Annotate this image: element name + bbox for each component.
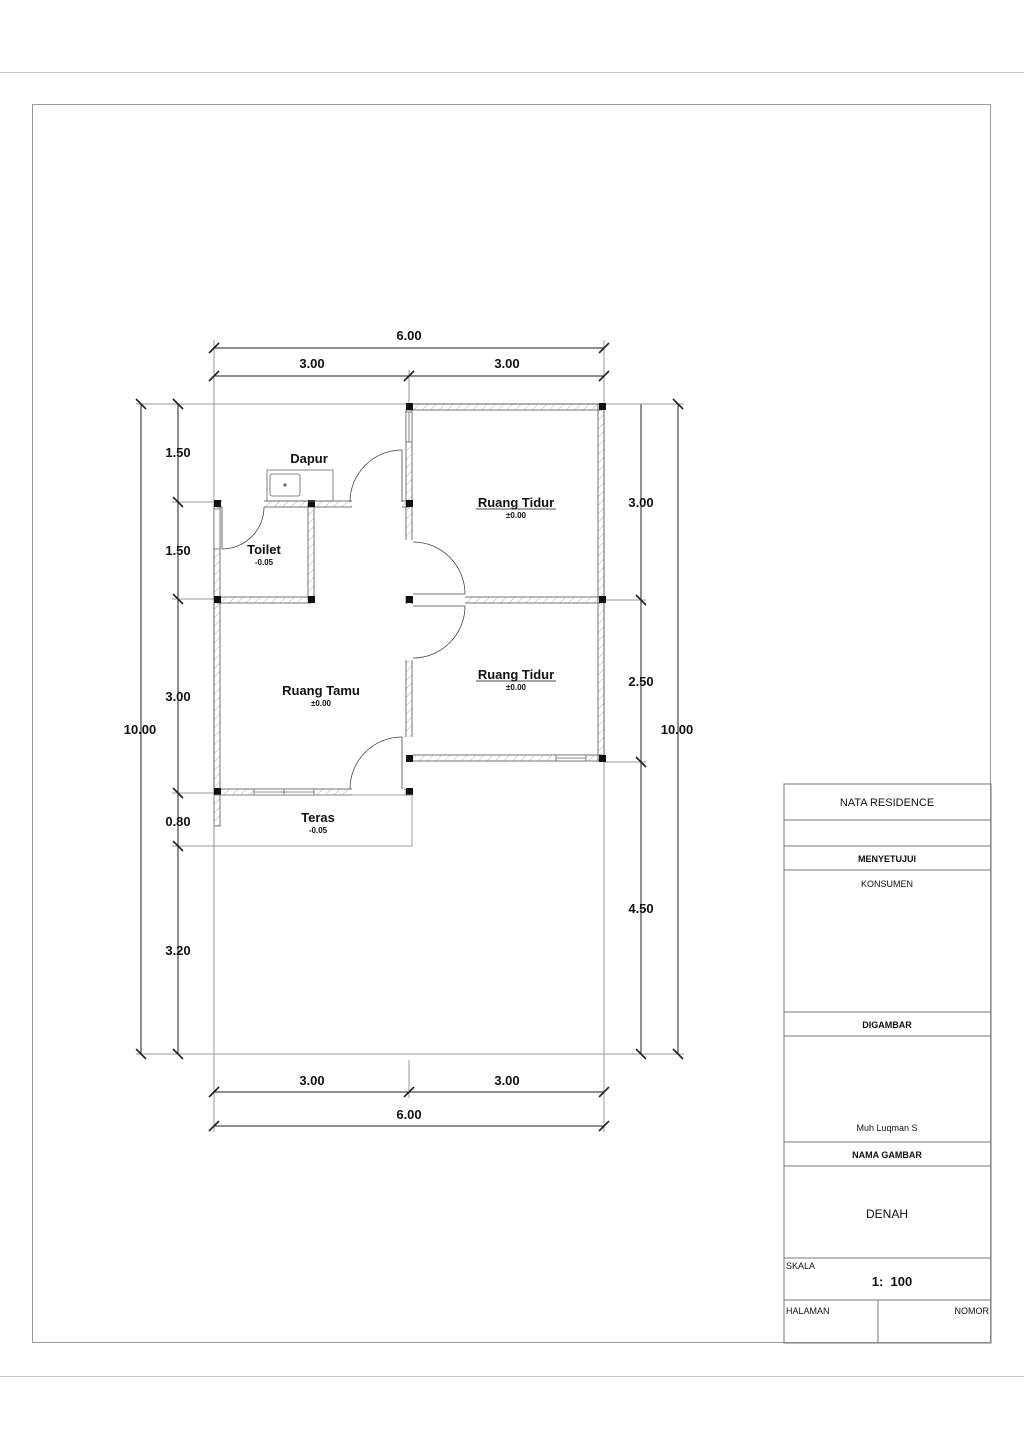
title-block-drawn-by: Muh Luqman S (856, 1123, 917, 1133)
dim-left-seg4: 0.80 (165, 814, 190, 829)
title-block (783, 783, 992, 1344)
dimension-top (208, 340, 610, 404)
room-label-dapur: Dapur (290, 451, 328, 466)
room-elev-ruang-tidur-2: ±0.00 (506, 683, 527, 692)
dim-left-seg3: 3.00 (165, 689, 190, 704)
sheet-border (32, 104, 991, 1343)
dim-left-total: 10.00 (124, 722, 157, 737)
dim-left-seg2: 1.50 (165, 543, 190, 558)
dim-bottom-total: 6.00 (396, 1107, 421, 1122)
title-block-approve-label: MENYETUJUI (858, 854, 916, 864)
dim-top-left: 3.00 (299, 356, 324, 371)
doors (221, 449, 466, 790)
dim-right-seg2: 2.50 (628, 674, 653, 689)
dim-top-right: 3.00 (494, 356, 519, 371)
terrace-outline (213, 794, 413, 847)
dim-top-total: 6.00 (396, 328, 421, 343)
title-block-scale-label: SKALA (786, 1261, 815, 1271)
room-label-ruang-tidur-1: Ruang Tidur (478, 495, 554, 510)
page-bottom-line (0, 1376, 1024, 1377)
kitchen-counter (266, 469, 334, 502)
room-label-teras: Teras (301, 810, 335, 825)
dimension-left (135, 398, 214, 1060)
room-label-ruang-tidur-2: Ruang Tidur (478, 667, 554, 682)
title-block-drawing-name: DENAH (866, 1207, 908, 1221)
wall-openings (222, 500, 465, 796)
room-elev-teras: -0.05 (309, 826, 328, 835)
page-top-line (0, 72, 1024, 73)
title-block-number-label: NOMOR (955, 1306, 990, 1316)
dim-right-seg1: 3.00 (628, 495, 653, 510)
dim-bottom-right: 3.00 (494, 1073, 519, 1088)
title-block-project: NATA RESIDENCE (840, 797, 934, 809)
title-block-approver: KONSUMEN (861, 879, 913, 889)
windows (213, 411, 587, 796)
dim-right-seg3: 4.50 (628, 901, 653, 916)
dim-left-seg1: 1.50 (165, 445, 190, 460)
title-block-drawn-label: DIGAMBAR (862, 1020, 912, 1030)
room-elev-ruang-tamu: ±0.00 (311, 699, 332, 708)
title-block-scale-value: 1: 100 (872, 1274, 912, 1289)
title-block-drawing-name-label: NAMA GAMBAR (852, 1150, 922, 1160)
room-elev-ruang-tidur-1: ±0.00 (506, 511, 527, 520)
room-elev-toilet: -0.05 (255, 558, 274, 567)
room-label-toilet: Toilet (247, 542, 281, 557)
dim-bottom-left: 3.00 (299, 1073, 324, 1088)
room-label-ruang-tamu: Ruang Tamu (282, 683, 360, 698)
dimension-bottom (208, 1054, 610, 1132)
columns (214, 403, 606, 795)
dimension-right (604, 398, 684, 1060)
title-block-page-label: HALAMAN (786, 1306, 830, 1316)
dim-right-total: 10.00 (661, 722, 694, 737)
dim-left-seg5: 3.20 (165, 943, 190, 958)
